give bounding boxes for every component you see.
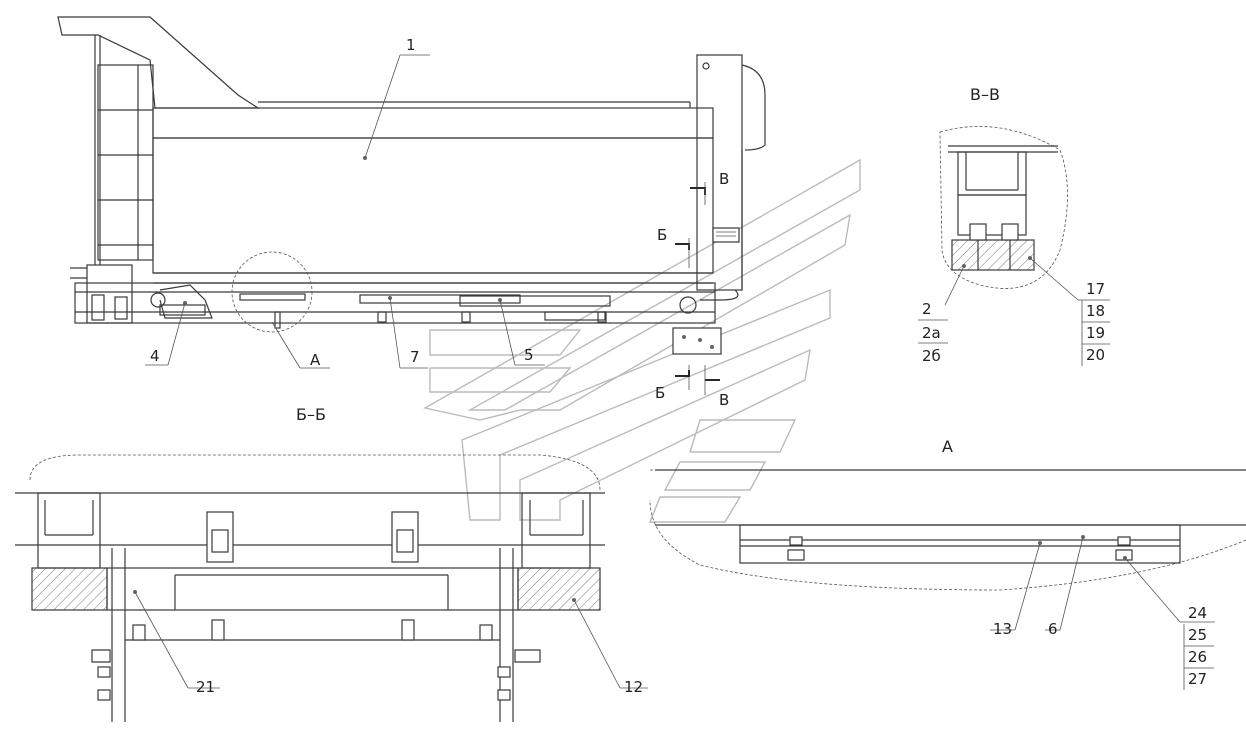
watermark-logo [423, 158, 861, 523]
callout-2b: 2б [922, 347, 941, 365]
callout-6: 6 [1048, 620, 1058, 638]
section-view-vv [939, 126, 1110, 306]
view-title-a: А [942, 437, 953, 456]
callout-1: 1 [406, 36, 416, 54]
callout-24: 24 [1188, 604, 1207, 622]
callout-27: 27 [1188, 670, 1207, 688]
callout-18: 18 [1086, 302, 1105, 320]
callout-25: 25 [1188, 626, 1207, 644]
callout-26: 26 [1188, 648, 1207, 666]
main-view-dump-body [57, 16, 766, 395]
callout-2a: 2а [922, 324, 941, 342]
callout-17: 17 [1086, 280, 1105, 298]
callout-12: 12 [624, 678, 643, 696]
callout-7: 7 [410, 348, 420, 366]
callout-5: 5 [524, 346, 534, 364]
callout-a: А [310, 351, 321, 369]
section-mark-b-low: Б [655, 384, 665, 402]
callout-20: 20 [1086, 346, 1105, 364]
callout-4: 4 [150, 347, 160, 365]
view-title-bb: Б–Б [296, 405, 326, 424]
callout-2: 2 [922, 300, 932, 318]
section-mark-v-top: В [719, 170, 729, 188]
section-mark-v-low: В [719, 391, 729, 409]
callout-13: 13 [993, 620, 1012, 638]
callout-21: 21 [196, 678, 215, 696]
view-title-vv: В–В [970, 85, 1000, 104]
detail-view-a [649, 469, 1246, 631]
callout-19: 19 [1086, 324, 1105, 342]
section-view-bb [15, 454, 648, 722]
section-mark-b-mid: Б [657, 226, 667, 244]
